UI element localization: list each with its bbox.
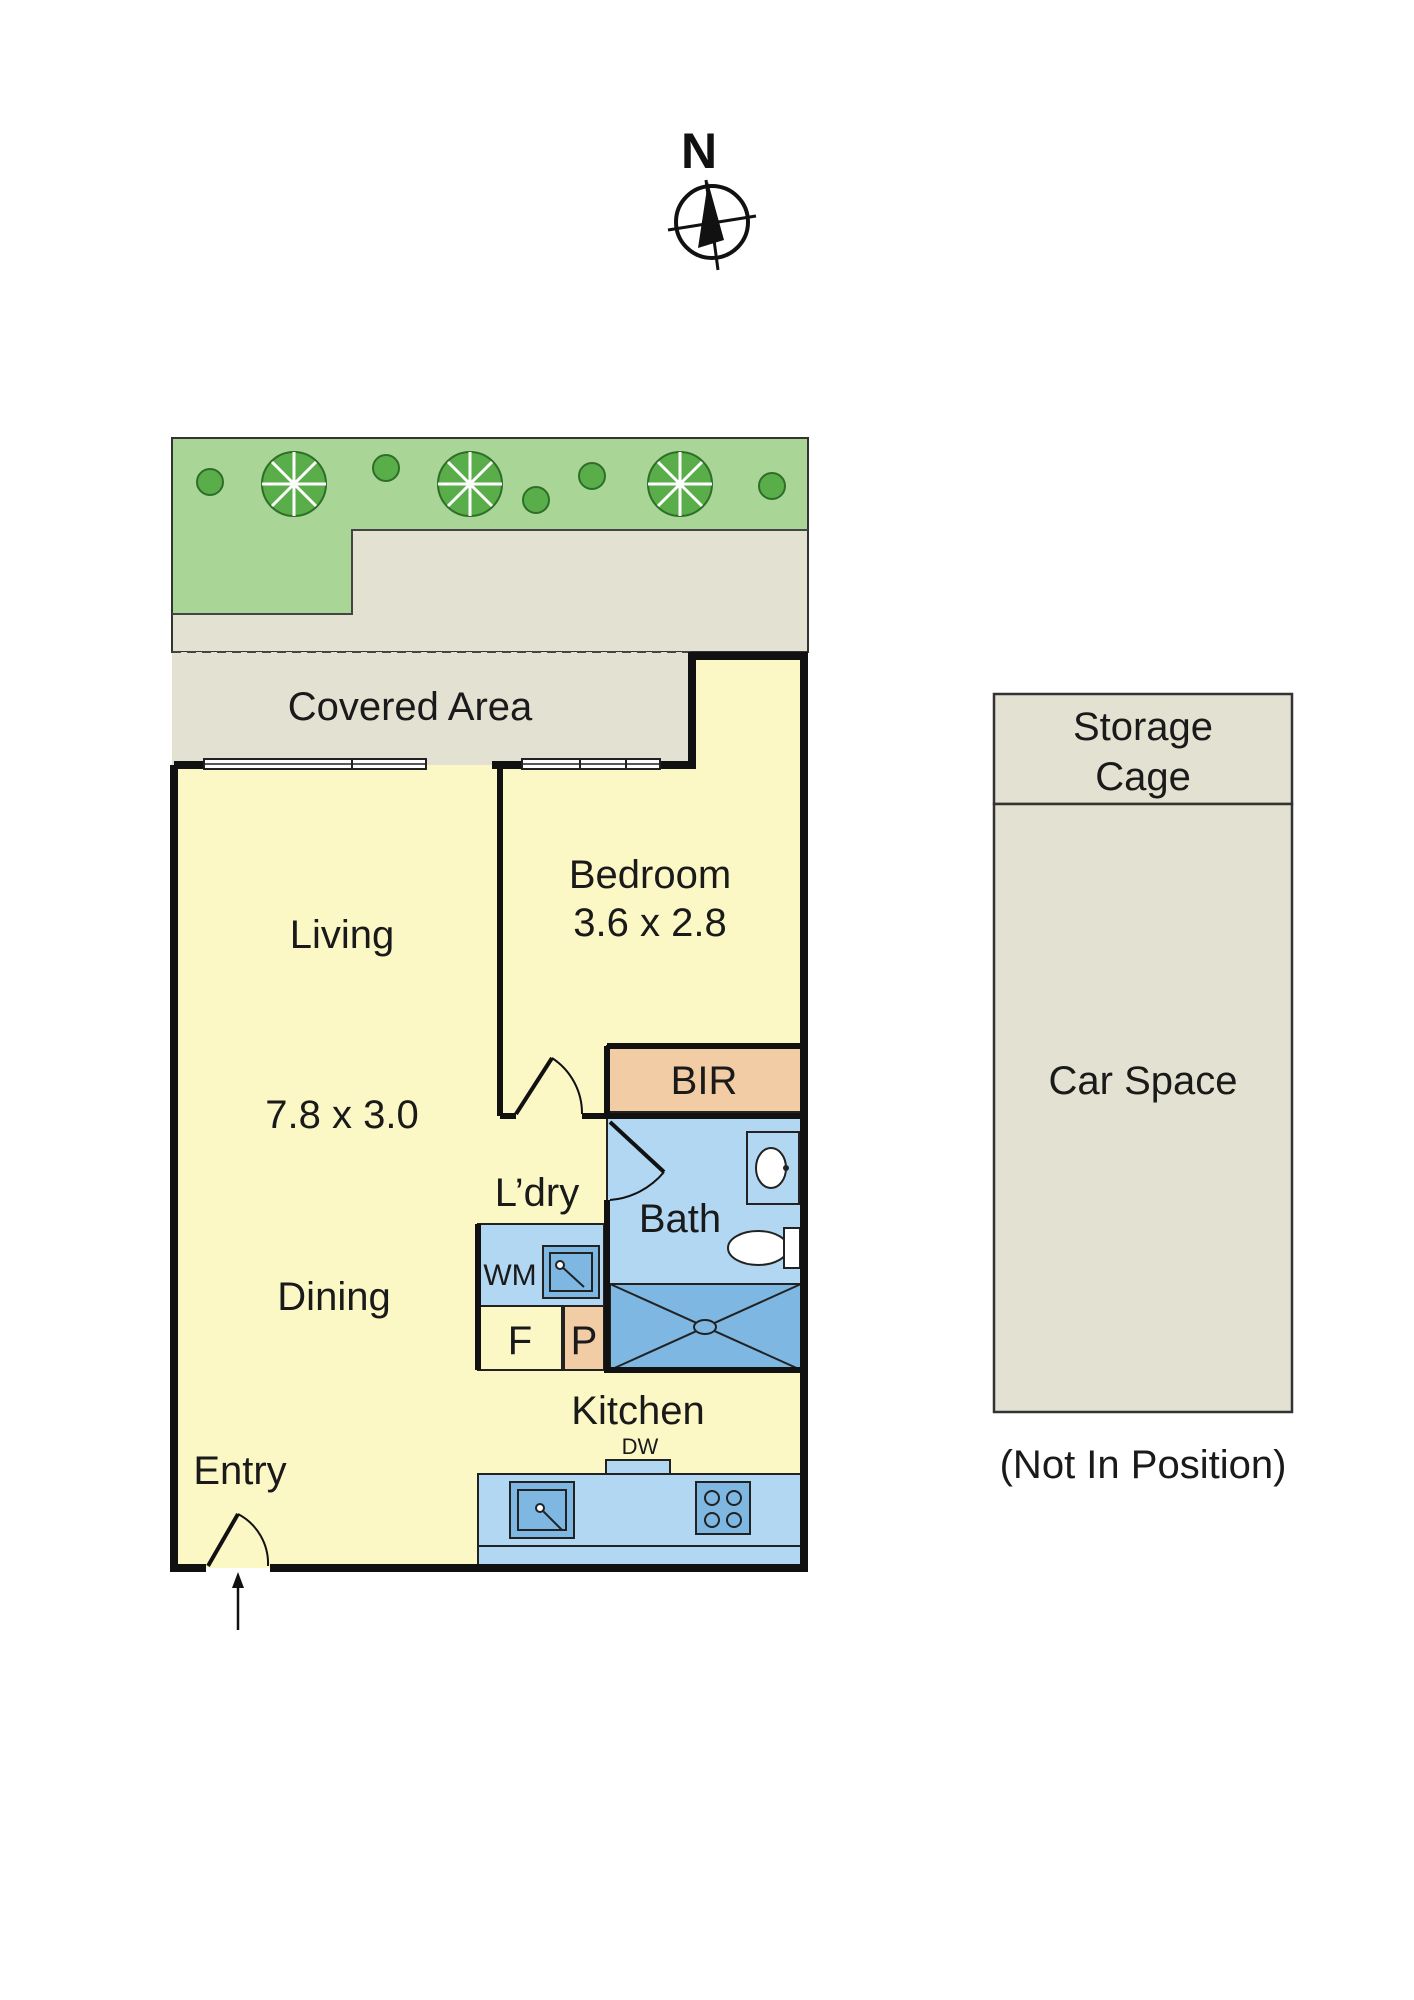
- dining-label: Dining: [277, 1275, 390, 1319]
- toilet-icon: [727, 1227, 801, 1269]
- storage-cage: Storage Cage: [992, 692, 1294, 806]
- kitchen-bench: DW Kitchen: [477, 1389, 805, 1567]
- dishwasher-icon: [605, 1459, 671, 1475]
- kitchen-label: Kitchen: [571, 1389, 704, 1433]
- fridge-pantry: F P: [477, 1305, 605, 1371]
- washing-machine-label: WM: [483, 1259, 536, 1292]
- laundry-tub-icon: [542, 1245, 600, 1299]
- shower-icon: [609, 1283, 802, 1371]
- north-compass-icon: N: [667, 123, 757, 271]
- car-space: Car Space: [992, 802, 1294, 1414]
- laundry: WM L’dry: [477, 1171, 605, 1307]
- entry-door: [206, 1513, 270, 1567]
- interior-walls: [475, 769, 804, 1373]
- storage-cage-line1: Storage: [1073, 705, 1213, 749]
- compass-label: N: [681, 123, 717, 179]
- kitchen-sink-icon: [509, 1481, 575, 1539]
- bedroom-dimensions: 3.6 x 2.8: [573, 901, 726, 945]
- basin-icon: [746, 1131, 800, 1205]
- pantry-label: P: [571, 1319, 598, 1363]
- tree-icon: [647, 451, 713, 517]
- car-space-label: Car Space: [1049, 1059, 1238, 1103]
- shrub-icon: [196, 454, 786, 514]
- bathroom: Bath: [606, 1115, 802, 1371]
- garden-trees: [196, 451, 786, 517]
- cooktop-icon: [695, 1481, 751, 1535]
- bir-label: BIR: [671, 1059, 738, 1103]
- built-in-robe: BIR: [606, 1045, 802, 1113]
- living-dimensions: 7.8 x 3.0: [265, 1093, 418, 1137]
- exterior-walls: [170, 652, 808, 1572]
- not-in-position-note: (Not In Position): [1000, 1443, 1287, 1487]
- fridge-label: F: [508, 1319, 532, 1363]
- bedroom-door: [514, 1056, 584, 1116]
- bedroom-label: Bedroom: [569, 853, 731, 897]
- living-label: Living: [290, 913, 395, 957]
- storage-cage-line2: Cage: [1095, 755, 1191, 799]
- entry-label: Entry: [193, 1449, 286, 1493]
- covered-area: Covered Area: [172, 651, 692, 765]
- bath-door: [608, 1120, 666, 1201]
- entry-arrow-icon: [232, 1572, 244, 1630]
- laundry-label: L’dry: [495, 1171, 580, 1215]
- tree-icon: [261, 451, 327, 517]
- windows: [203, 758, 661, 770]
- covered-area-label: Covered Area: [288, 685, 533, 729]
- tree-icon: [437, 451, 503, 517]
- dishwasher-label: DW: [622, 1434, 659, 1459]
- bath-label: Bath: [639, 1197, 721, 1241]
